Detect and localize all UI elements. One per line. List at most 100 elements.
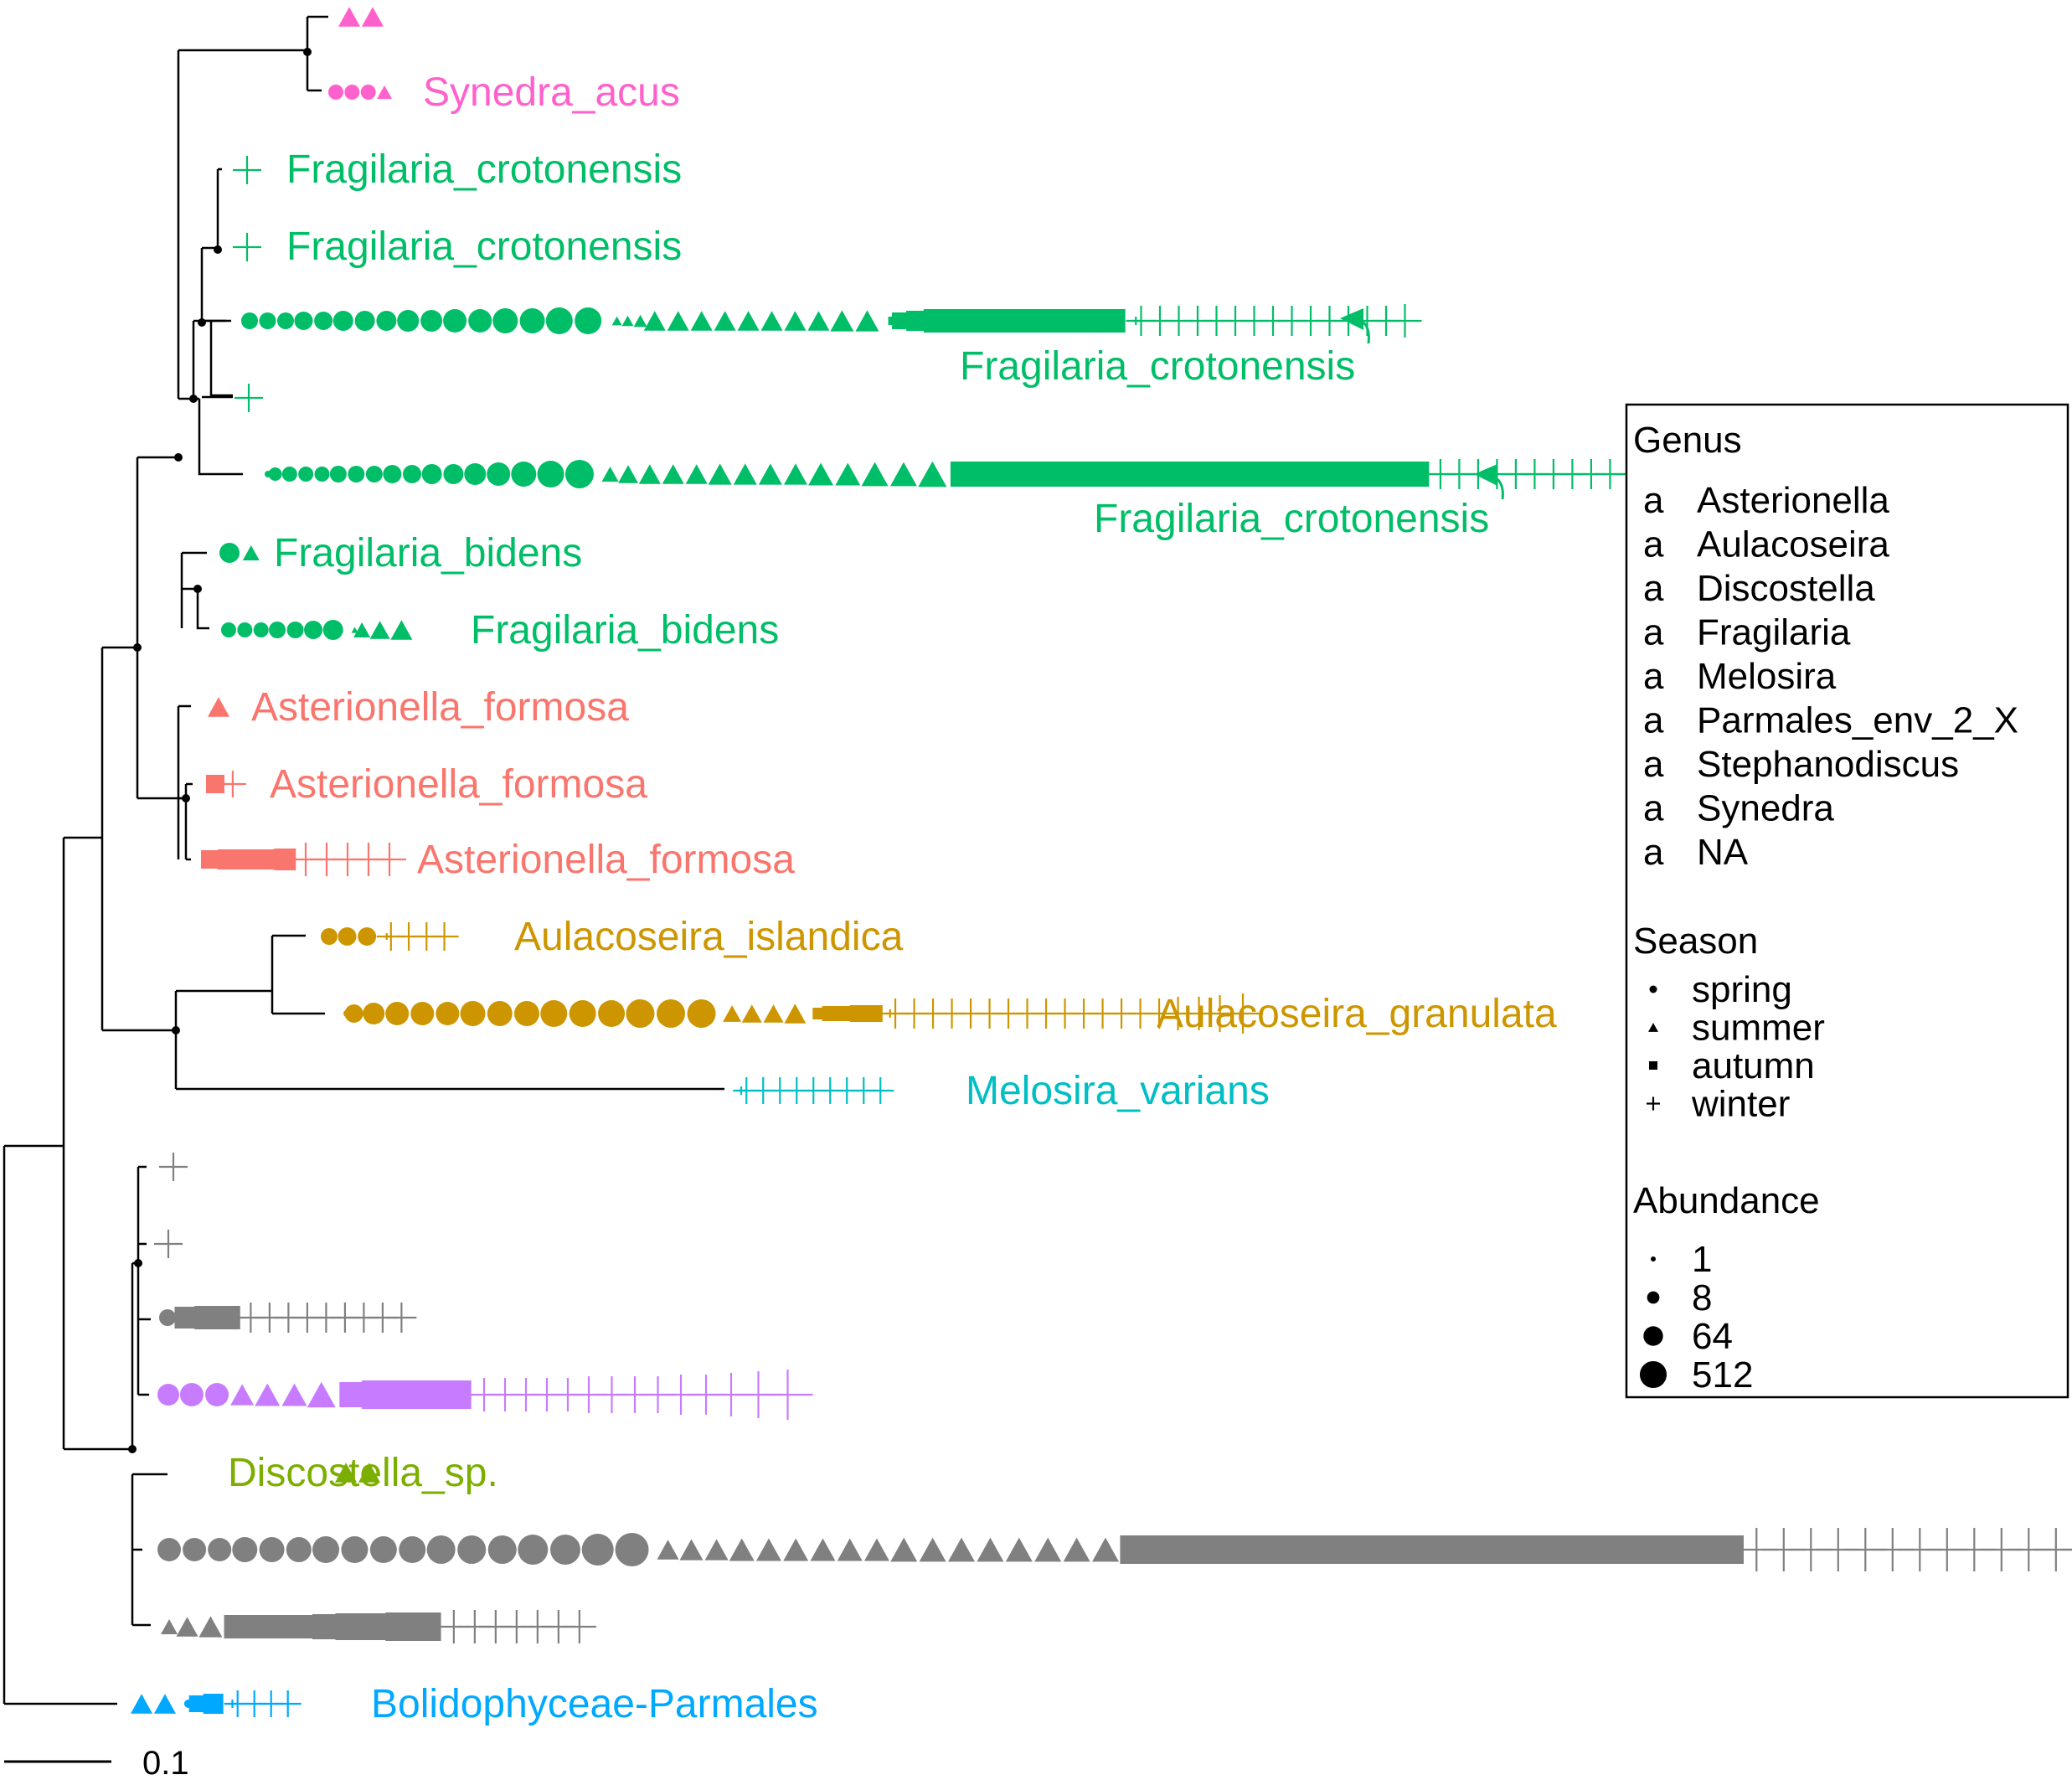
winter-marker xyxy=(2061,1548,2072,1551)
spring-marker xyxy=(277,312,294,329)
autumn-marker xyxy=(339,1382,365,1407)
spring-marker xyxy=(518,1535,549,1565)
autumn-marker xyxy=(385,1612,415,1641)
tip-row: Fragilaria_crotonensis xyxy=(233,147,682,192)
spring-marker xyxy=(259,1537,285,1562)
legend-abundance-label: 512 xyxy=(1692,1354,1753,1396)
autumn-marker xyxy=(1606,1535,1636,1564)
spring-marker xyxy=(575,307,602,334)
tip-row: Bolidophyceae-Parmales xyxy=(131,1682,818,1726)
branch-diatom-clade xyxy=(101,646,176,1032)
spring-marker xyxy=(550,1535,580,1565)
summer-marker xyxy=(679,1539,704,1561)
winter-marker xyxy=(430,922,459,951)
summer-marker xyxy=(153,1694,176,1714)
autumn-marker xyxy=(1525,1535,1554,1564)
spring-marker xyxy=(1649,985,1657,993)
legend-genus-swatch: a xyxy=(1643,612,1664,653)
node-dot xyxy=(134,1259,142,1267)
spring-marker xyxy=(253,622,269,637)
legend-genus-label: Melosira xyxy=(1697,656,1837,697)
winter-marker xyxy=(154,1230,183,1258)
summer-marker xyxy=(729,1538,755,1561)
summer-marker xyxy=(377,85,393,100)
summer-marker xyxy=(281,1383,307,1406)
spring-marker xyxy=(421,464,442,484)
spring-marker xyxy=(581,1534,614,1566)
summer-marker xyxy=(784,1004,807,1024)
autumn-marker xyxy=(246,1615,271,1638)
callout-arrow xyxy=(1496,477,1504,500)
summer-marker xyxy=(737,311,760,331)
scale-bar-label: 0.1 xyxy=(142,1745,189,1780)
tip-row: Aulacoseira_islandica xyxy=(321,915,904,959)
node-dot xyxy=(133,643,142,652)
tip-label: Synedra_acus xyxy=(423,70,680,115)
autumn-marker xyxy=(312,1614,338,1639)
spring-marker xyxy=(487,1535,517,1564)
spring-marker xyxy=(511,462,537,487)
autumn-marker xyxy=(990,309,1014,333)
tip-row xyxy=(338,7,384,27)
legend-abundance-title: Abundance xyxy=(1633,1180,1820,1221)
node-dot xyxy=(182,794,190,802)
legend-genus-label: NA xyxy=(1697,832,1749,873)
spring-marker xyxy=(268,467,282,481)
spring-marker xyxy=(487,462,511,486)
spring-marker xyxy=(487,1001,513,1026)
branch-fc-pair xyxy=(216,168,222,250)
spring-marker xyxy=(183,1538,207,1561)
legend-genus-swatch: a xyxy=(1643,700,1664,741)
spring-marker xyxy=(322,620,343,640)
autumn-marker xyxy=(1255,1535,1284,1564)
autumn-marker xyxy=(865,1005,883,1022)
spring-marker xyxy=(312,1536,340,1563)
autumn-marker xyxy=(389,1380,418,1409)
node-dot xyxy=(214,245,222,254)
branch-fc-long1 xyxy=(209,319,233,397)
branch-fc-small xyxy=(202,319,233,399)
spring-marker xyxy=(298,467,314,482)
autumn-marker xyxy=(812,1008,825,1019)
node-dot xyxy=(189,395,198,403)
tip-row: Asterionella_formosa xyxy=(208,685,629,730)
summer-marker xyxy=(837,1538,863,1561)
winter-marker xyxy=(762,1370,813,1420)
spring-marker xyxy=(363,1003,385,1024)
summer-marker xyxy=(667,311,689,331)
tip-label: Aulacoseira_granulata xyxy=(1157,992,1557,1036)
spring-marker xyxy=(360,85,376,100)
autumn-marker xyxy=(836,1006,852,1021)
autumn-marker xyxy=(1404,462,1430,487)
spring-marker xyxy=(205,1383,229,1406)
autumn-marker xyxy=(1390,1535,1420,1564)
callout-arrowhead xyxy=(1340,308,1363,330)
autumn-marker xyxy=(1165,462,1191,487)
spring-marker xyxy=(457,1535,487,1564)
branch-aulacoseira xyxy=(271,934,325,1015)
summer-marker xyxy=(714,311,736,331)
summer-marker xyxy=(807,311,830,331)
spring-marker xyxy=(332,311,353,331)
legend-genus-swatch: a xyxy=(1643,832,1664,873)
autumn-marker xyxy=(822,1006,838,1021)
summer-marker xyxy=(890,1537,918,1562)
autumn-marker xyxy=(1356,462,1382,487)
node-dot xyxy=(198,318,206,327)
legend-genus-swatch: a xyxy=(1643,568,1664,609)
summer-marker xyxy=(830,310,854,332)
spring-marker xyxy=(219,543,240,563)
summer-marker xyxy=(760,311,783,331)
autumn-marker xyxy=(1308,462,1334,487)
tip-row: Fragilaria_bidens xyxy=(219,531,582,575)
spring-marker xyxy=(540,1000,568,1027)
tip-row: Aulacoseira_granulata xyxy=(343,992,1557,1036)
winter-marker xyxy=(373,843,406,876)
autumn-marker xyxy=(224,1615,248,1638)
tip-label: Discostella_sp. xyxy=(228,1451,498,1495)
tip-label: Melosira_varians xyxy=(966,1069,1270,1113)
branch-asterionella xyxy=(177,704,193,861)
autumn-marker xyxy=(906,311,927,331)
spring-marker xyxy=(464,463,487,485)
